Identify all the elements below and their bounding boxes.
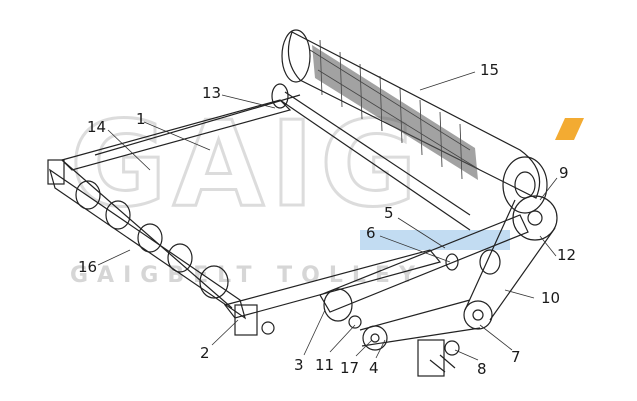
watermark-tagline: GAIGBELT TOLLEY [70, 263, 424, 288]
watermark-logo: GAIG GAIGBELT TOLLEY [69, 94, 584, 288]
callout-9: 9 [559, 164, 569, 182]
frame-rails [60, 91, 471, 319]
drive-assembly [319, 195, 558, 377]
leader-lines [97, 71, 558, 361]
drum-roller [281, 29, 548, 214]
callout-labels: 1 2 3 4 5 6 7 8 9 10 11 12 13 14 15 16 1… [78, 61, 576, 378]
callout-8: 8 [477, 360, 487, 378]
watermark-accent-mark [555, 118, 584, 140]
callout-2: 2 [200, 344, 210, 362]
top-roller-end [271, 83, 289, 109]
left-chain-guide [47, 159, 275, 336]
callout-10: 10 [541, 289, 560, 307]
callout-16: 16 [78, 258, 97, 276]
callout-11: 11 [315, 356, 334, 374]
callout-12: 12 [557, 246, 576, 264]
callout-17: 17 [340, 359, 359, 377]
callout-6: 6 [366, 224, 376, 242]
callout-7: 7 [511, 348, 521, 366]
callout-15: 15 [480, 61, 499, 79]
callout-3: 3 [294, 356, 304, 374]
callout-4: 4 [369, 359, 379, 377]
svg-text:GAIG: GAIG [70, 95, 423, 233]
callout-5: 5 [384, 204, 394, 222]
callout-13: 13 [202, 84, 221, 102]
callout-1: 1 [136, 110, 146, 128]
watermark-chinese-text [360, 230, 510, 250]
callout-14: 14 [87, 118, 106, 136]
